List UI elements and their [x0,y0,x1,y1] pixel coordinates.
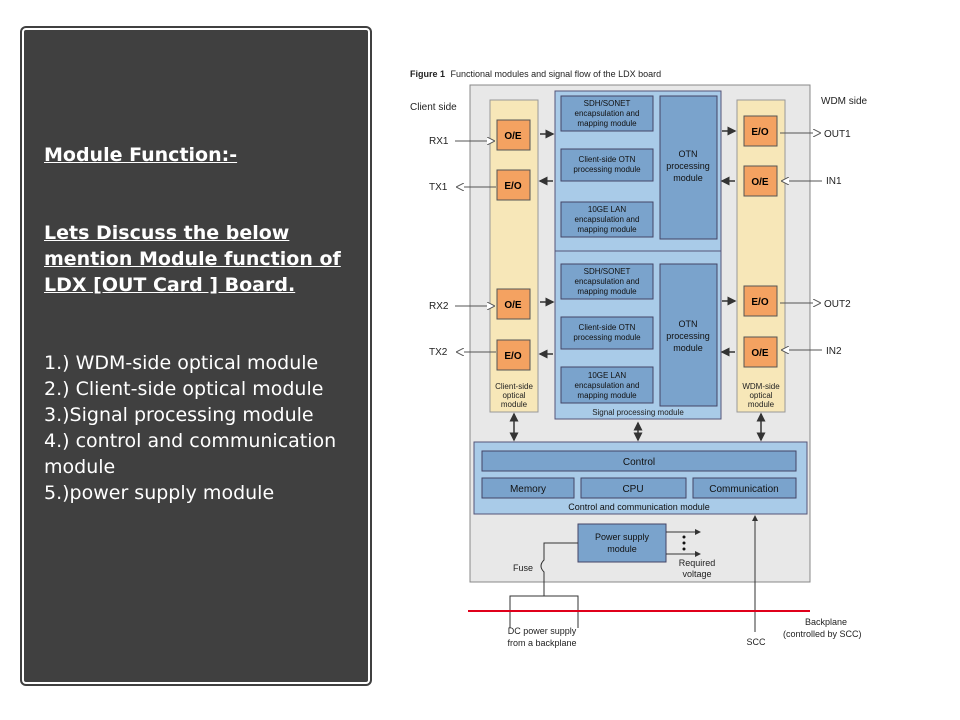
signal-module-label: Signal processing module [592,408,684,417]
backplane-label: Backplane [805,617,847,627]
svg-text:RX2: RX2 [429,301,449,312]
panel-intro: Lets Discuss the below mention Module fu… [44,222,341,296]
client-eo-1: E/O [496,169,531,201]
figure-caption: Figure 1 Functional modules and signal f… [410,69,661,79]
power-supply-module [577,523,667,563]
svg-text:O/E: O/E [751,348,769,359]
client-side-label: Client side [410,102,457,113]
svg-text:TX1: TX1 [429,182,448,193]
control-box: Control [623,457,655,468]
list-item: 2.) Client-side optical module [44,378,324,400]
svg-text:O/E: O/E [751,177,769,188]
client-oe-2: O/E [496,288,531,320]
svg-text:E/O: E/O [751,127,768,138]
wdm-eo-2: E/O [743,285,778,317]
svg-text:IN2: IN2 [826,346,842,357]
svg-text:O/E: O/E [504,131,522,142]
cpu-box: CPU [622,484,643,495]
communication-box: Communication [709,484,778,495]
wdm-ports: OUT1 IN1 OUT2 IN2 [824,129,851,357]
text-panel: Module Function:- Lets Discuss the below… [22,28,370,684]
svg-text:O/E: O/E [504,300,522,311]
list-item: 5.)power supply module [44,482,275,504]
list-item: 3.)Signal processing module [44,404,314,426]
wdm-side-label: WDM side [821,96,868,107]
svg-text:E/O: E/O [504,181,521,192]
wdm-eo-1: E/O [743,115,778,147]
svg-text:IN1: IN1 [826,176,842,187]
wdm-oe-1: O/E [743,165,778,197]
client-ports: RX1 TX1 RX2 TX2 [429,136,449,358]
panel-heading: Module Function:- [44,144,238,166]
svg-text:OUT2: OUT2 [824,299,851,310]
list-item: 1.) WDM-side optical module [44,352,319,374]
scc-label: SCC [746,637,766,647]
svg-text:TX2: TX2 [429,347,448,358]
memory-box: Memory [510,484,546,495]
svg-text:E/O: E/O [751,297,768,308]
backplane-note: (controlled by SCC) [783,629,862,639]
ctrl-module-label: Control and communication module [568,502,710,512]
client-oe-1: O/E [496,119,531,151]
svg-text:E/O: E/O [504,351,521,362]
svg-text:OUT1: OUT1 [824,129,851,140]
fuse-label: Fuse [513,563,533,573]
svg-text:RX1: RX1 [429,136,449,147]
ldx-board-diagram: Figure 1 Functional modules and signal f… [410,69,868,648]
list-item: 4.) control and communication module [44,430,337,478]
client-eo-2: E/O [496,339,531,371]
wdm-oe-2: O/E [743,336,778,368]
